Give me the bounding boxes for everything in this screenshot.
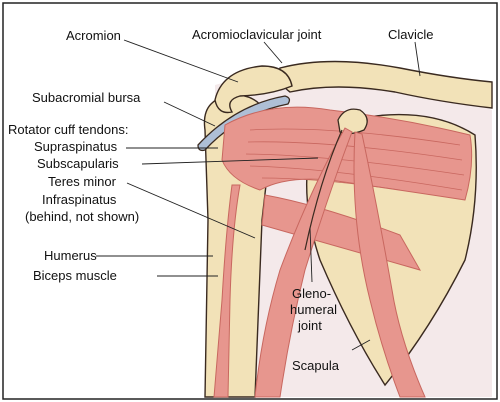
coracobrachialis xyxy=(353,131,426,398)
label-infraspinatus: Infraspinatus xyxy=(42,192,117,207)
label-subacromial-bursa: Subacromial bursa xyxy=(32,90,141,105)
clavicle-bone xyxy=(278,60,493,109)
label-behind-not-shown: (behind, not shown) xyxy=(25,209,139,224)
rotator-cuff-muscles xyxy=(221,106,473,201)
label-ac-joint: Acromioclavicular joint xyxy=(192,27,322,42)
label-gleno-line2: humeral xyxy=(290,302,337,317)
biceps-long-head xyxy=(213,184,241,398)
label-gleno-line3: joint xyxy=(297,318,322,333)
glenohumeral-tendon xyxy=(304,129,343,251)
leader-lines xyxy=(96,39,421,351)
label-rotator-cuff-tendons: Rotator cuff tendons: xyxy=(8,122,128,137)
label-supraspinatus: Supraspinatus xyxy=(34,139,118,154)
label-clavicle: Clavicle xyxy=(388,27,434,42)
biceps-short-head xyxy=(254,127,353,398)
acromion-bone xyxy=(214,65,293,114)
label-biceps-muscle: Biceps muscle xyxy=(33,268,117,283)
label-subscapularis: Subscapularis xyxy=(37,156,119,171)
label-acromion: Acromion xyxy=(66,28,121,43)
label-humerus: Humerus xyxy=(44,248,97,263)
label-scapula: Scapula xyxy=(292,358,340,373)
label-gleno-line1: Gleno- xyxy=(292,286,331,301)
label-teres-minor: Teres minor xyxy=(48,174,117,189)
